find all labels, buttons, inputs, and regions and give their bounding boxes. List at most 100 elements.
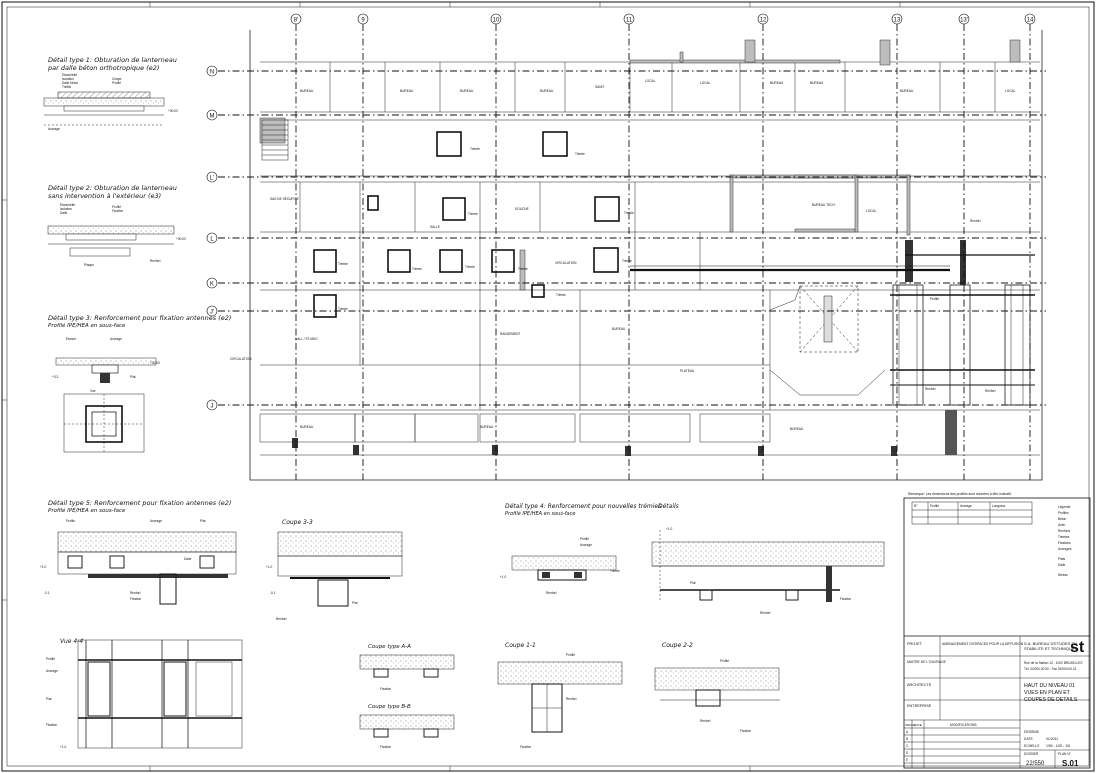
- svg-text:Renfort: Renfort: [700, 719, 711, 723]
- svg-text:N°: N°: [914, 504, 918, 508]
- openings: [313, 131, 620, 318]
- svg-text:Profilé: Profilé: [720, 659, 729, 663]
- drawing-title-1: HAUT DU NIVEAU 01: [1024, 683, 1075, 689]
- svg-text:RANGEMENT: RANGEMENT: [500, 332, 520, 336]
- svg-text:Trémie: Trémie: [610, 569, 620, 573]
- coupe-33-label: Coupe 3-3: [282, 519, 313, 526]
- inner-border: [6, 6, 1090, 767]
- projet-label: PROJET: [907, 642, 923, 646]
- svg-text:Plaque: Plaque: [84, 263, 94, 267]
- svg-text:Plat: Plat: [690, 581, 696, 585]
- svg-text:Renfort: Renfort: [546, 591, 557, 595]
- svg-text:Trémie: Trémie: [412, 267, 422, 271]
- svg-text:Acier: Acier: [1058, 523, 1066, 527]
- svg-text:BUREAU TECH.: BUREAU TECH.: [812, 203, 836, 207]
- grid-col-label: 10: [493, 18, 500, 24]
- drawing-title-2: VUES EN PLAN ET: [1024, 690, 1071, 696]
- detail-2-title: Détail type 2: Obturation de lanterneau: [48, 184, 177, 192]
- svg-text:DOUCHE: DOUCHE: [515, 207, 529, 211]
- coupe-bb-label: Coupe type B-B: [368, 704, 411, 710]
- svg-text:Etanchéité: Etanchéité: [60, 203, 75, 207]
- detail-3-title: Détail type 3: Renforcement pour fixatio…: [48, 314, 231, 322]
- echelle-label: ECHELLE: [1024, 744, 1040, 748]
- svg-text:Trémie: Trémie: [575, 152, 585, 156]
- svg-text:Légende: Légende: [1058, 505, 1071, 509]
- detail-4-title: Détail type 4: Renforcement pour nouvell…: [505, 503, 661, 510]
- svg-text:B: B: [906, 737, 908, 741]
- entreprise-label: ENTREPRISE: [907, 704, 932, 708]
- svg-text:BUREAU: BUREAU: [612, 327, 626, 331]
- grid-row-label: K: [210, 282, 214, 288]
- svg-text:Renforts: Renforts: [1058, 529, 1070, 533]
- svg-text:Fixation: Fixation: [112, 209, 123, 213]
- svg-text:+1.0: +1.0: [500, 575, 507, 579]
- frame-ticks: [2, 2, 901, 771]
- svg-text:Trémie: Trémie: [622, 259, 632, 263]
- svg-text:Profilés: Profilés: [1058, 511, 1069, 515]
- grid-col-label: 14: [1027, 18, 1034, 24]
- detail-type-2: Détail type 2: Obturation de lanterneau …: [47, 184, 186, 267]
- indice-label: INDICE: [905, 723, 915, 727]
- structural-grid: 8' 9 10 11 12 13 13' 14 N M L' L K J' J: [206, 13, 1046, 480]
- dessine-label: DESSINE: [1024, 730, 1040, 734]
- svg-text:Profilé: Profilé: [112, 81, 121, 85]
- svg-text:+1.0: +1.0: [40, 565, 47, 569]
- title-block: Remarque: Les dimensions des profilés so…: [903, 492, 1091, 769]
- svg-text:Fixation: Fixation: [840, 597, 851, 601]
- svg-text:Trémie: Trémie: [338, 262, 348, 266]
- svg-text:Ancrage: Ancrage: [580, 543, 592, 547]
- grid-row-label: M: [210, 114, 215, 120]
- grid-row-label: L: [210, 237, 214, 243]
- detail-5-subtitle: Profilé IPE/HEA en sous-face: [48, 507, 126, 514]
- grid-row-label: N: [210, 70, 214, 76]
- svg-text:CIRCULATION: CIRCULATION: [230, 357, 252, 361]
- grid-col-label: 11: [626, 18, 633, 24]
- svg-text:Isolation: Isolation: [62, 77, 74, 81]
- svg-text:SAS DE SECURITE: SAS DE SECURITE: [270, 197, 299, 201]
- svg-text:Profilé: Profilé: [66, 519, 75, 523]
- detail-type-4: Détail type 4: Renforcement pour nouvell…: [500, 503, 661, 595]
- plan-label: PLAN N°: [1058, 752, 1072, 756]
- svg-text:Vue: Vue: [90, 389, 96, 393]
- svg-text:Trémie: Trémie: [556, 293, 566, 297]
- svg-text:Fixation: Fixation: [380, 687, 391, 691]
- detail-5-title: Détail type 5: Renforcement pour fixatio…: [48, 499, 231, 507]
- svg-text:BUREAU: BUREAU: [790, 427, 804, 431]
- svg-text:Treillis: Treillis: [62, 85, 71, 89]
- drawing-title-3: COUPES DE DETAILS: [1024, 697, 1078, 703]
- svg-text:Fixation: Fixation: [380, 745, 391, 749]
- grid-row-label: J': [210, 310, 214, 316]
- svg-text:Etanch.: Etanch.: [66, 337, 77, 341]
- svg-text:-0.1: -0.1: [44, 591, 50, 595]
- grid-col-label: 9: [361, 18, 365, 24]
- svg-text:Trémie: Trémie: [465, 265, 475, 269]
- svg-text:Renfort: Renfort: [276, 617, 287, 621]
- svg-text:Renfort: Renfort: [566, 697, 577, 701]
- svg-text:Ancrage: Ancrage: [46, 669, 58, 673]
- grid-column-bubbles: 8' 9 10 11 12 13 13' 14: [290, 13, 1036, 25]
- svg-text:Ancrage: Ancrage: [960, 504, 972, 508]
- svg-text:Trémie: Trémie: [470, 147, 480, 151]
- svg-text:BUREAU: BUREAU: [900, 89, 914, 93]
- architecte-label: ARCHITECTE: [907, 683, 932, 687]
- coupe-11-label: Coupe 1-1: [505, 642, 536, 649]
- svg-text:Fixations: Fixations: [1058, 541, 1071, 545]
- projet-text: AMENAGEMENT D'ESPACES POUR LA DIFFUSION: [942, 642, 1024, 646]
- grid-row-bubbles: N M L' L K J' J: [206, 65, 218, 411]
- detail-1-subtitle: par dalle béton orthotropique (e2): [47, 64, 159, 72]
- svg-text:Renfort: Renfort: [150, 259, 161, 263]
- svg-text:+3.2: +3.2: [52, 375, 59, 379]
- coupe-type-aa: Coupe type A-A Coupe type B-B FixationFi…: [359, 644, 455, 749]
- date-field-label: DATE: [1024, 737, 1034, 741]
- details-label: Détails: [658, 503, 679, 510]
- svg-text:BUREAU: BUREAU: [460, 89, 474, 93]
- svg-text:Profilé: Profilé: [930, 504, 939, 508]
- grid-col-label: 12: [760, 18, 767, 24]
